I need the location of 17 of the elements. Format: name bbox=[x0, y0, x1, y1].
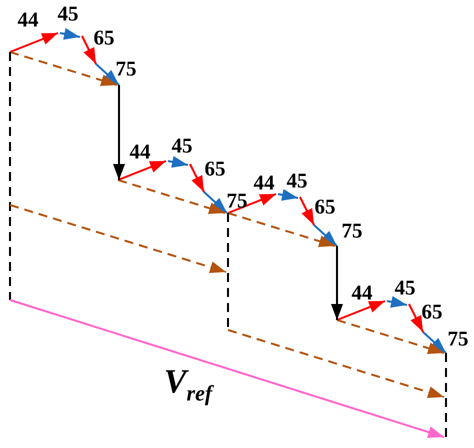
vector-label: 75 bbox=[226, 190, 248, 212]
vector-label: 45 bbox=[172, 136, 192, 156]
vector-label: 45 bbox=[394, 278, 416, 298]
vector-label: 75 bbox=[342, 220, 362, 242]
vector-label: 45 bbox=[286, 170, 308, 192]
vector-symbol: V$_{ref}$ bbox=[164, 366, 212, 408]
vector-label: 65 bbox=[94, 28, 114, 48]
vector-label: 44 bbox=[18, 10, 38, 30]
vector-label: 44 bbox=[352, 282, 372, 304]
vector-label: 65 bbox=[422, 302, 442, 322]
vector-label: 45 bbox=[58, 4, 78, 24]
vector-label: 75 bbox=[116, 58, 136, 80]
vector-label: 65 bbox=[314, 196, 336, 218]
vector-label: 65 bbox=[204, 158, 226, 180]
vector-label: 44 bbox=[254, 172, 274, 194]
vector-label: 44 bbox=[130, 142, 150, 162]
vector-label: 75 bbox=[448, 328, 468, 350]
